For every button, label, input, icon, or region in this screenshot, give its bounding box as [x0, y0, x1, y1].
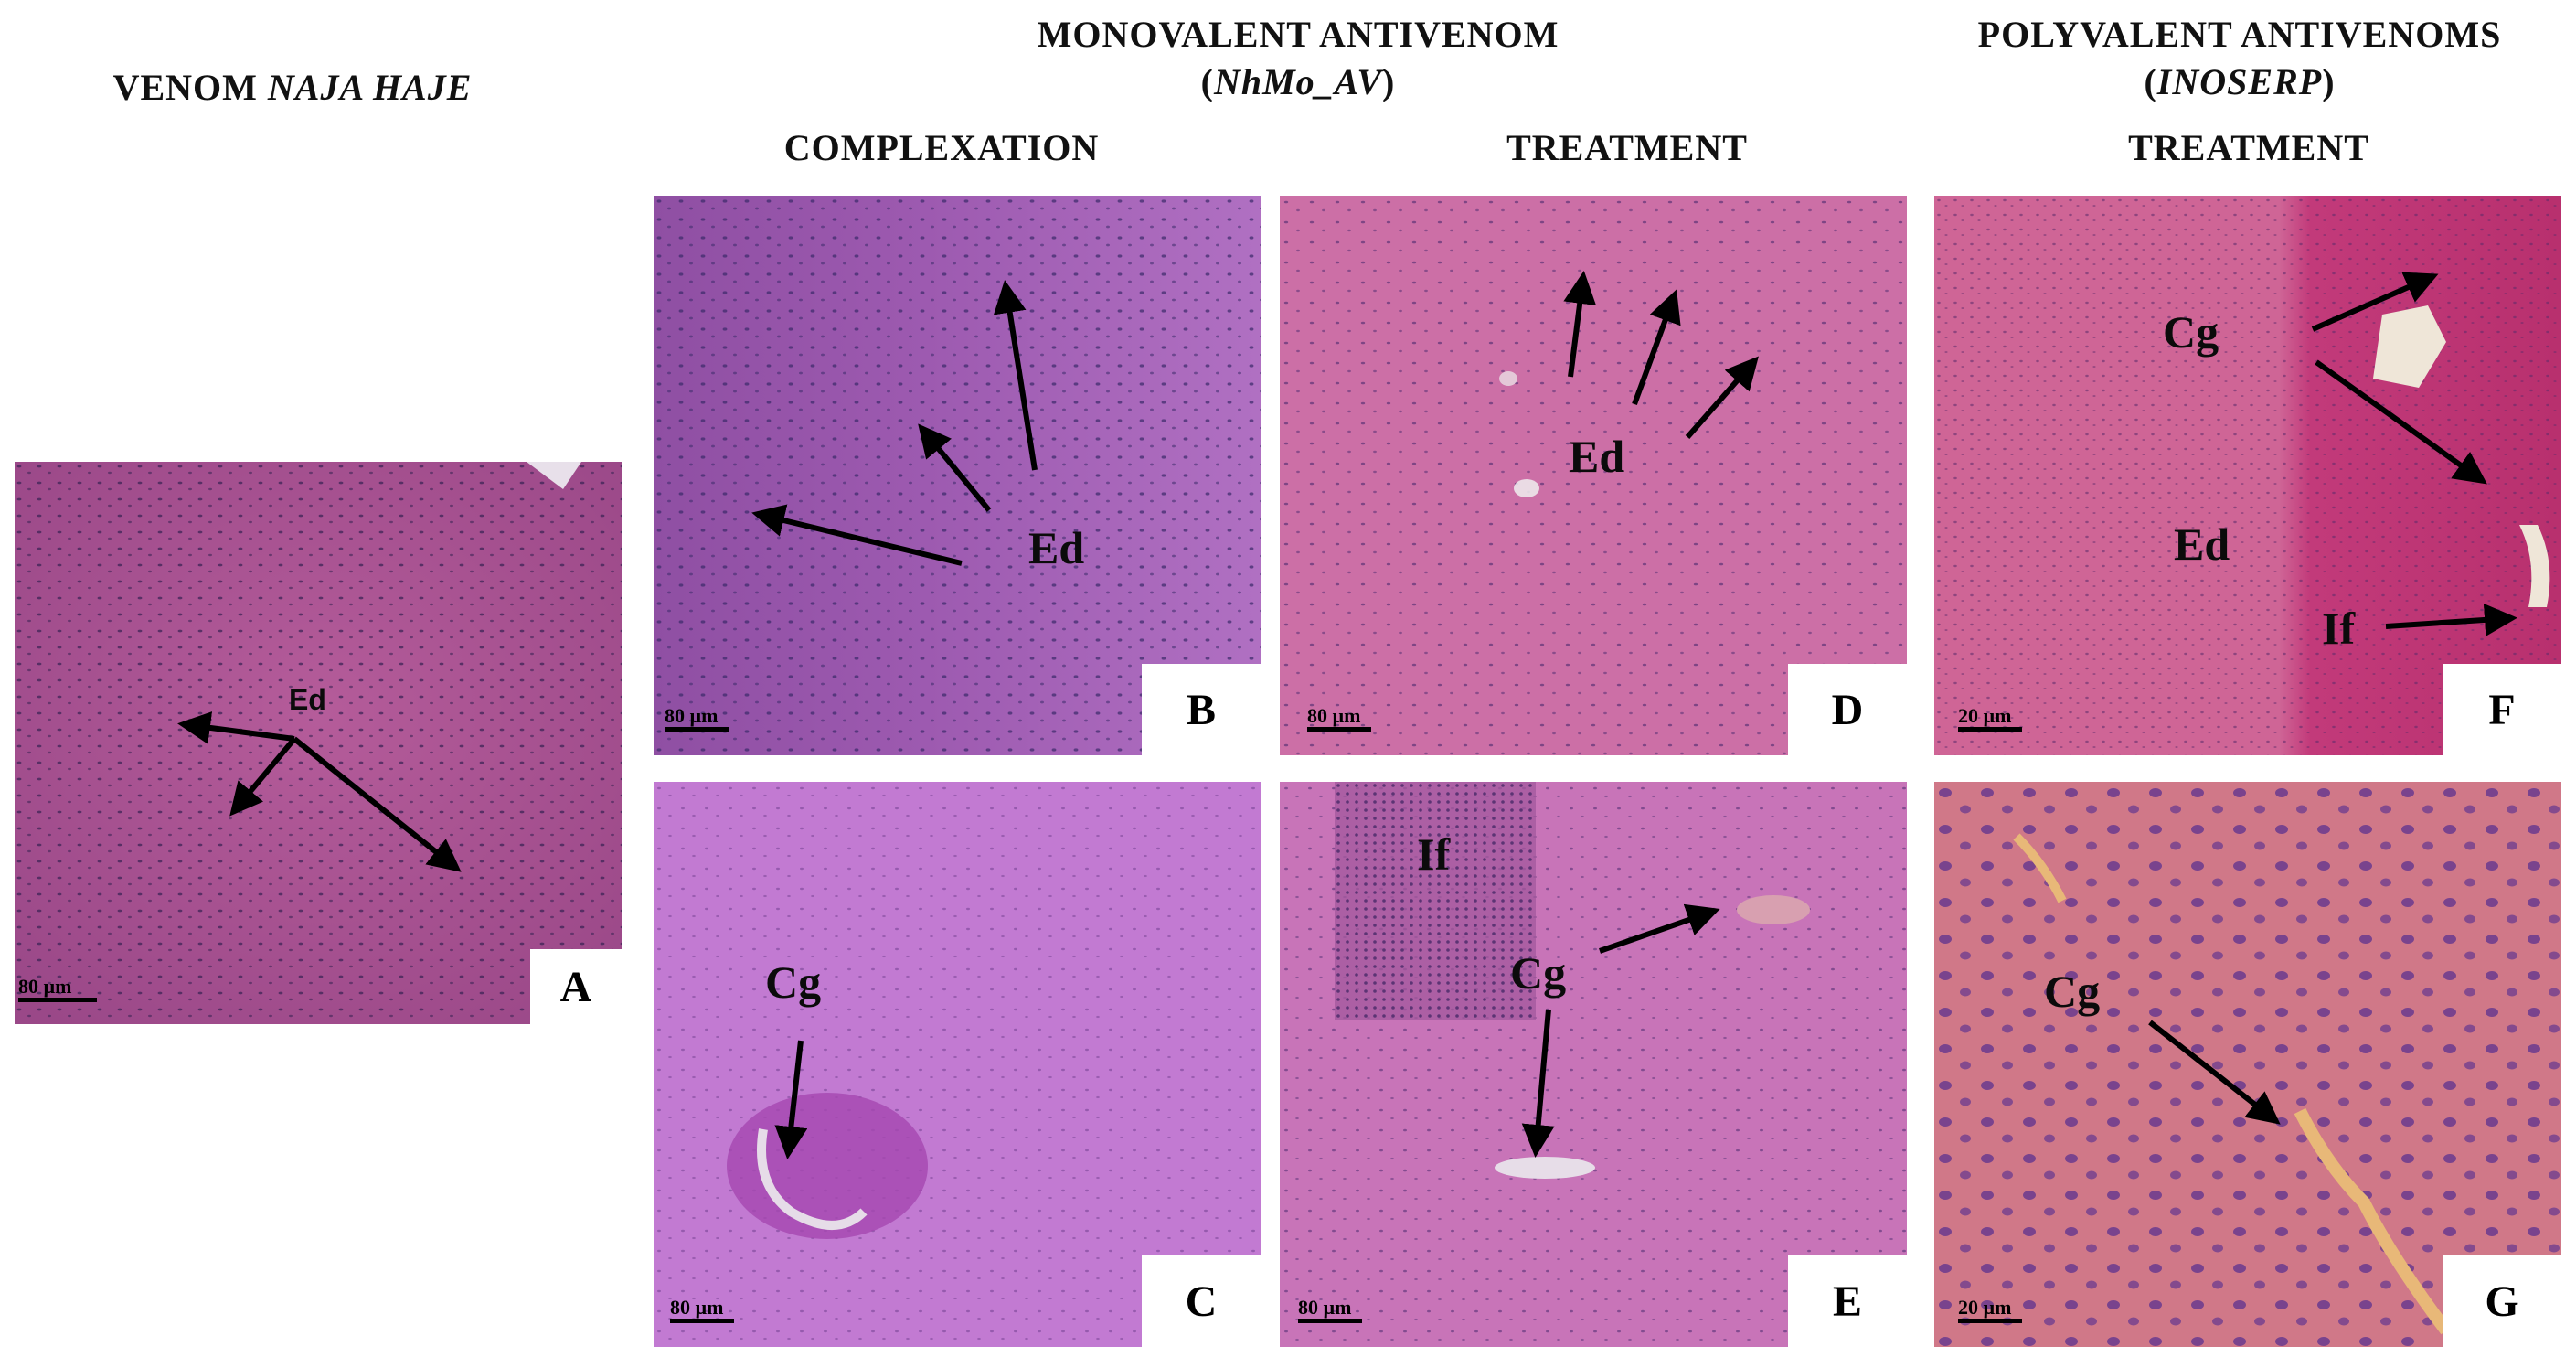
scale-bar-e: 80 µm: [1298, 1296, 1371, 1323]
tissue-texture-c: [654, 782, 1261, 1347]
scale-bar-b: 80 µm: [665, 704, 738, 732]
annotation-cg-e: Cg: [1510, 947, 1567, 999]
scale-bar-g: 20 µm: [1958, 1296, 2031, 1323]
scale-bar-d: 80 µm: [1307, 704, 1380, 732]
panel-label-e: E: [1788, 1255, 1907, 1347]
annotation-if-f: If: [2322, 603, 2356, 654]
panel-label-f: F: [2443, 664, 2561, 755]
scale-bar-c: 80 µm: [670, 1296, 743, 1323]
annotation-ed-a: Ed: [289, 683, 326, 716]
tissue-texture-a: [15, 462, 622, 1024]
micrograph-panel-a: A 80 µm Ed: [15, 462, 622, 1024]
heading-treatment-mono: TREATMENT: [1506, 127, 1748, 168]
annotation-cg-g: Cg: [2044, 966, 2101, 1017]
micrograph-panel-b: B 80 µm Ed: [654, 196, 1261, 755]
micrograph-panel-g: G 20 µm Cg: [1934, 782, 2561, 1347]
annotation-if-e: If: [1417, 828, 1451, 880]
heading-polyvalent: POLYVALENT ANTIVENOMS (INOSERP): [1977, 14, 2502, 102]
heading-monovalent: MONOVALENT ANTIVENOM (NhMo_AV): [1037, 14, 1559, 102]
heading-venom: VENOM NAJA HAJE: [112, 67, 473, 108]
panel-label-b: B: [1142, 664, 1261, 755]
micrograph-panel-c: C 80 µm Cg: [654, 782, 1261, 1347]
annotation-ed-d: Ed: [1569, 431, 1625, 482]
annotation-cg-f: Cg: [2163, 306, 2219, 358]
panel-label-c: C: [1142, 1255, 1261, 1347]
panel-label-a: A: [530, 949, 622, 1024]
scale-bar-a: 80 µm: [18, 975, 101, 1002]
micrograph-panel-d: D 80 µm Ed: [1280, 196, 1907, 755]
micrograph-panel-e: E 80 µm If Cg: [1280, 782, 1907, 1347]
tissue-texture-e: [1280, 782, 1907, 1347]
micrograph-panel-f: F 20 µm Cg Ed If: [1934, 196, 2561, 755]
heading-treatment-poly: TREATMENT: [2128, 127, 2369, 168]
heading-complexation: COMPLEXATION: [783, 127, 1100, 168]
panel-label-d: D: [1788, 664, 1907, 755]
scale-bar-f: 20 µm: [1958, 704, 2031, 732]
annotation-ed-f: Ed: [2174, 518, 2230, 570]
annotation-ed-b: Ed: [1028, 522, 1085, 573]
panel-label-g: G: [2443, 1255, 2561, 1347]
annotation-cg-c: Cg: [765, 956, 822, 1008]
